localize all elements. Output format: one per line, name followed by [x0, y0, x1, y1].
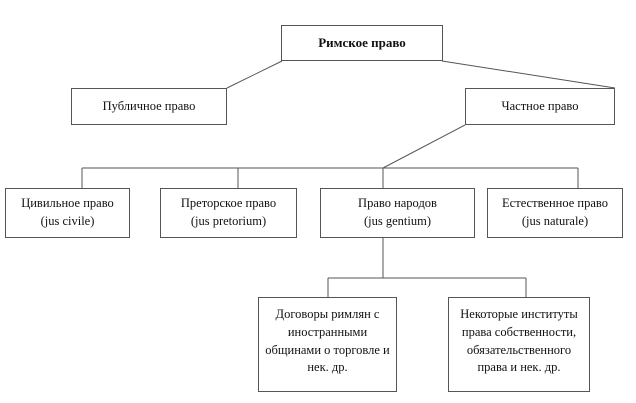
node-jus-civile[interactable]: Цивильное право (jus civile) [5, 188, 130, 238]
node-jus-pretorium-line-1: (jus pretorium) [190, 214, 267, 228]
node-jus-pretorium-line-0: Преторское право [180, 196, 277, 211]
node-jus-gentium-line-0: Право народов [358, 196, 437, 211]
node-jus-pretorium[interactable]: Преторское право (jus pretorium) [160, 188, 297, 238]
node-jus-gentium[interactable]: Право народов (jus gentium) [320, 188, 475, 238]
edge-private-to-bus [382, 124, 466, 169]
node-treaties-line-1: иностранными [287, 324, 368, 339]
node-jus-civile-line-0: Цивильное право [21, 196, 114, 211]
node-public-law[interactable]: Публичное право [71, 88, 227, 125]
node-treaties-line-0: Договоры римлян с [275, 307, 380, 321]
node-jus-naturale-line-1: (jus naturale) [521, 214, 589, 228]
node-institutes-line-1: права собственности, [461, 324, 577, 339]
node-private-law-line-0: Частное право [501, 98, 579, 113]
node-treaties[interactable]: Договоры римлян с иностранными общинами … [258, 297, 397, 392]
node-institutes-line-0: Некоторые институты [460, 307, 578, 321]
edge-root-to-private [441, 60, 616, 89]
node-jus-naturale-line-0: Естественное право [502, 196, 608, 211]
node-institutes-line-3: права и нек. др. [477, 360, 561, 375]
node-treaties-line-2: общинами о торговле и [265, 342, 390, 357]
node-jus-civile-line-1: (jus civile) [40, 214, 95, 228]
node-institutes-line-2: обязательственного [466, 342, 572, 357]
node-jus-gentium-line-1: (jus gentium) [363, 214, 431, 228]
node-treaties-line-3: нек. др. [307, 360, 348, 375]
edge-root-to-public [226, 60, 283, 89]
node-roman-law[interactable]: Римское право [281, 25, 443, 61]
node-roman-law-line-0: Римское право [318, 34, 406, 50]
node-institutes[interactable]: Некоторые институты права собственности,… [448, 297, 590, 392]
node-public-law-line-0: Публичное право [102, 98, 196, 113]
node-private-law[interactable]: Частное право [465, 88, 615, 125]
node-jus-naturale[interactable]: Естественное право (jus naturale) [487, 188, 623, 238]
